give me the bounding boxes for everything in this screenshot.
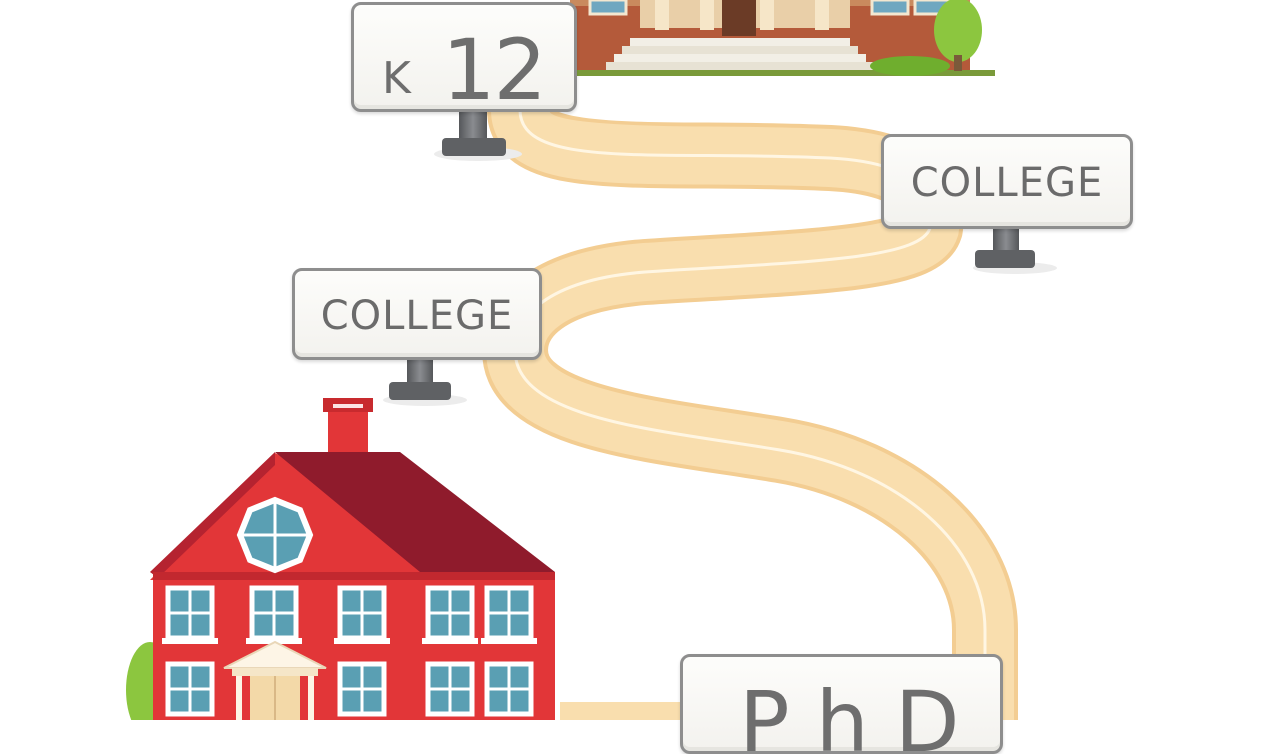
sign-post-icon — [434, 112, 522, 161]
winding-road — [481, 77, 1018, 720]
road-lane-line — [513, 109, 987, 720]
sign-college-upper: COLLEGE — [881, 134, 1133, 229]
sign-phd-label: PhD — [739, 673, 986, 754]
sign-phd: PhD — [680, 654, 1003, 754]
sign-college-lower: COLLEGE — [292, 268, 542, 360]
sign-post-icon — [973, 228, 1057, 274]
education-path-illustration — [126, 0, 1057, 720]
sign-k12-prefix: K — [382, 53, 411, 104]
sign-post-icon — [383, 360, 467, 406]
red-house-icon — [126, 398, 555, 720]
sign-k12-number: 12 — [442, 21, 547, 112]
sign-k12: K 12 — [351, 2, 577, 112]
k12-school-building-icon — [570, 0, 995, 76]
